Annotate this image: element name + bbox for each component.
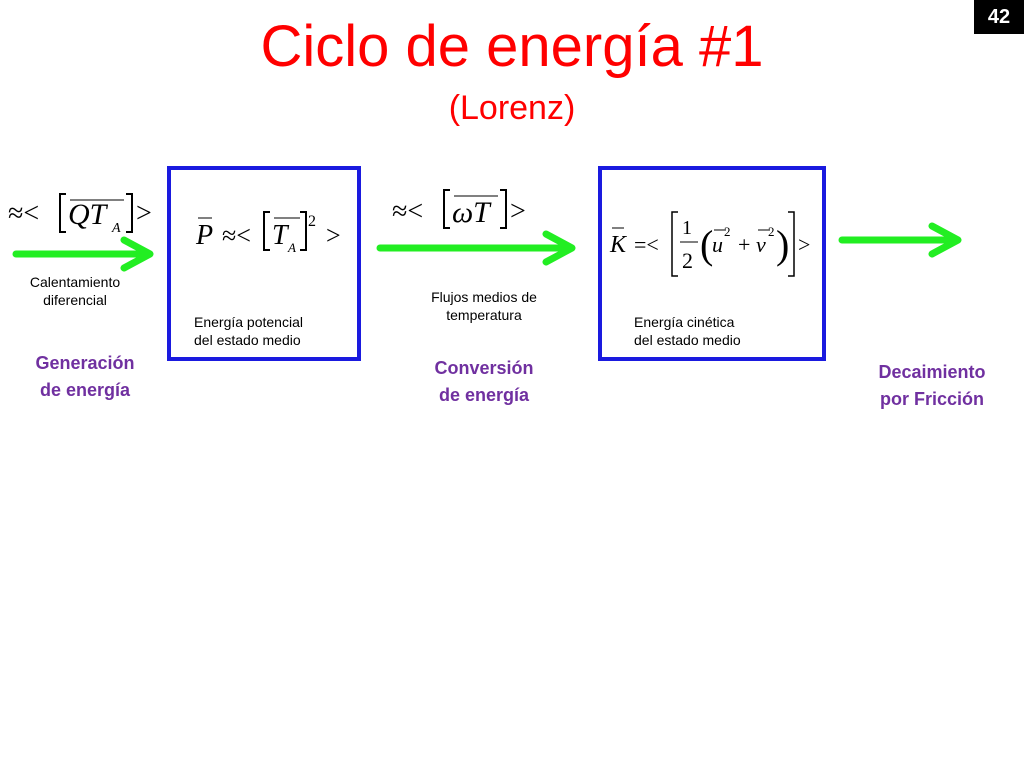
differential-heating-label: Calentamiento diferencial	[10, 273, 140, 309]
stage-decay-line2: por Fricción	[879, 389, 984, 409]
stage-conversion-line2: de energía	[438, 385, 530, 405]
stage-decay-label: Decaimiento por Fricción	[852, 359, 1012, 413]
potential-energy-line1: Energía potencial	[194, 314, 303, 330]
svg-text:T: T	[272, 220, 290, 251]
potential-energy-box	[167, 166, 361, 361]
svg-text:1: 1	[682, 217, 692, 239]
svg-text:>: >	[798, 232, 810, 257]
conversion-equation: ≈< ωT >	[392, 189, 526, 229]
arrow-conversion	[376, 230, 576, 266]
potential-energy-label: Energía potencial del estado medio	[194, 313, 356, 349]
kinetic-energy-line1: Energía cinética	[634, 314, 735, 330]
temperature-fluxes-line1: Flujos medios de	[431, 289, 537, 305]
differential-heating-line2: diferencial	[43, 292, 107, 308]
svg-text:2: 2	[682, 248, 693, 273]
svg-text:v: v	[756, 232, 766, 257]
stage-generation-line2: de energía	[39, 380, 131, 400]
svg-text:+: +	[738, 232, 750, 257]
stage-generation-line1: Generación	[35, 353, 135, 373]
svg-text:2: 2	[308, 213, 316, 230]
differential-heating-line1: Calentamiento	[29, 274, 121, 290]
svg-text:2: 2	[768, 224, 775, 239]
stage-generation-label: Generación de energía	[10, 350, 160, 404]
svg-text:P: P	[195, 220, 213, 251]
svg-text:ωT: ωT	[452, 196, 492, 229]
svg-text:(: (	[700, 222, 713, 267]
kinetic-energy-equation: K =< 1 2 ( u 2 + v 2 ) >	[609, 211, 810, 277]
svg-text:>: >	[326, 221, 341, 250]
potential-energy-equation: P ≈< T A 2 >	[195, 211, 341, 255]
slide-title: Ciclo de energía #1	[260, 14, 764, 79]
svg-text:u: u	[712, 232, 723, 257]
svg-text:K: K	[609, 232, 628, 258]
svg-text:A: A	[111, 221, 121, 236]
kinetic-energy-label: Energía cinética del estado medio	[634, 313, 814, 349]
svg-text:≈<: ≈<	[8, 198, 39, 229]
temperature-fluxes-line2: temperatura	[446, 307, 522, 323]
stage-decay-line1: Decaimiento	[878, 362, 986, 382]
svg-text:A: A	[287, 240, 296, 255]
generation-equation: ≈< QT A >	[8, 193, 152, 236]
temperature-fluxes-label: Flujos medios de temperatura	[404, 288, 564, 324]
slide-number-badge: 42	[974, 0, 1024, 34]
stage-conversion-line1: Conversión	[434, 358, 534, 378]
svg-text:2: 2	[724, 224, 731, 239]
arrow-friction	[838, 222, 962, 258]
arrow-heating	[12, 236, 154, 272]
potential-energy-line2: del estado medio	[194, 332, 301, 348]
svg-text:>: >	[136, 198, 152, 229]
svg-text:≈<: ≈<	[392, 196, 423, 227]
svg-text:>: >	[510, 196, 526, 227]
svg-text:=<: =<	[634, 232, 659, 257]
kinetic-energy-box	[598, 166, 826, 361]
svg-text:QT: QT	[68, 198, 109, 231]
slide-subtitle: (Lorenz)	[448, 89, 576, 127]
svg-text:): )	[776, 222, 789, 267]
svg-text:≈<: ≈<	[222, 221, 251, 250]
stage-conversion-label: Conversión de energía	[404, 355, 564, 409]
kinetic-energy-line2: del estado medio	[634, 332, 741, 348]
